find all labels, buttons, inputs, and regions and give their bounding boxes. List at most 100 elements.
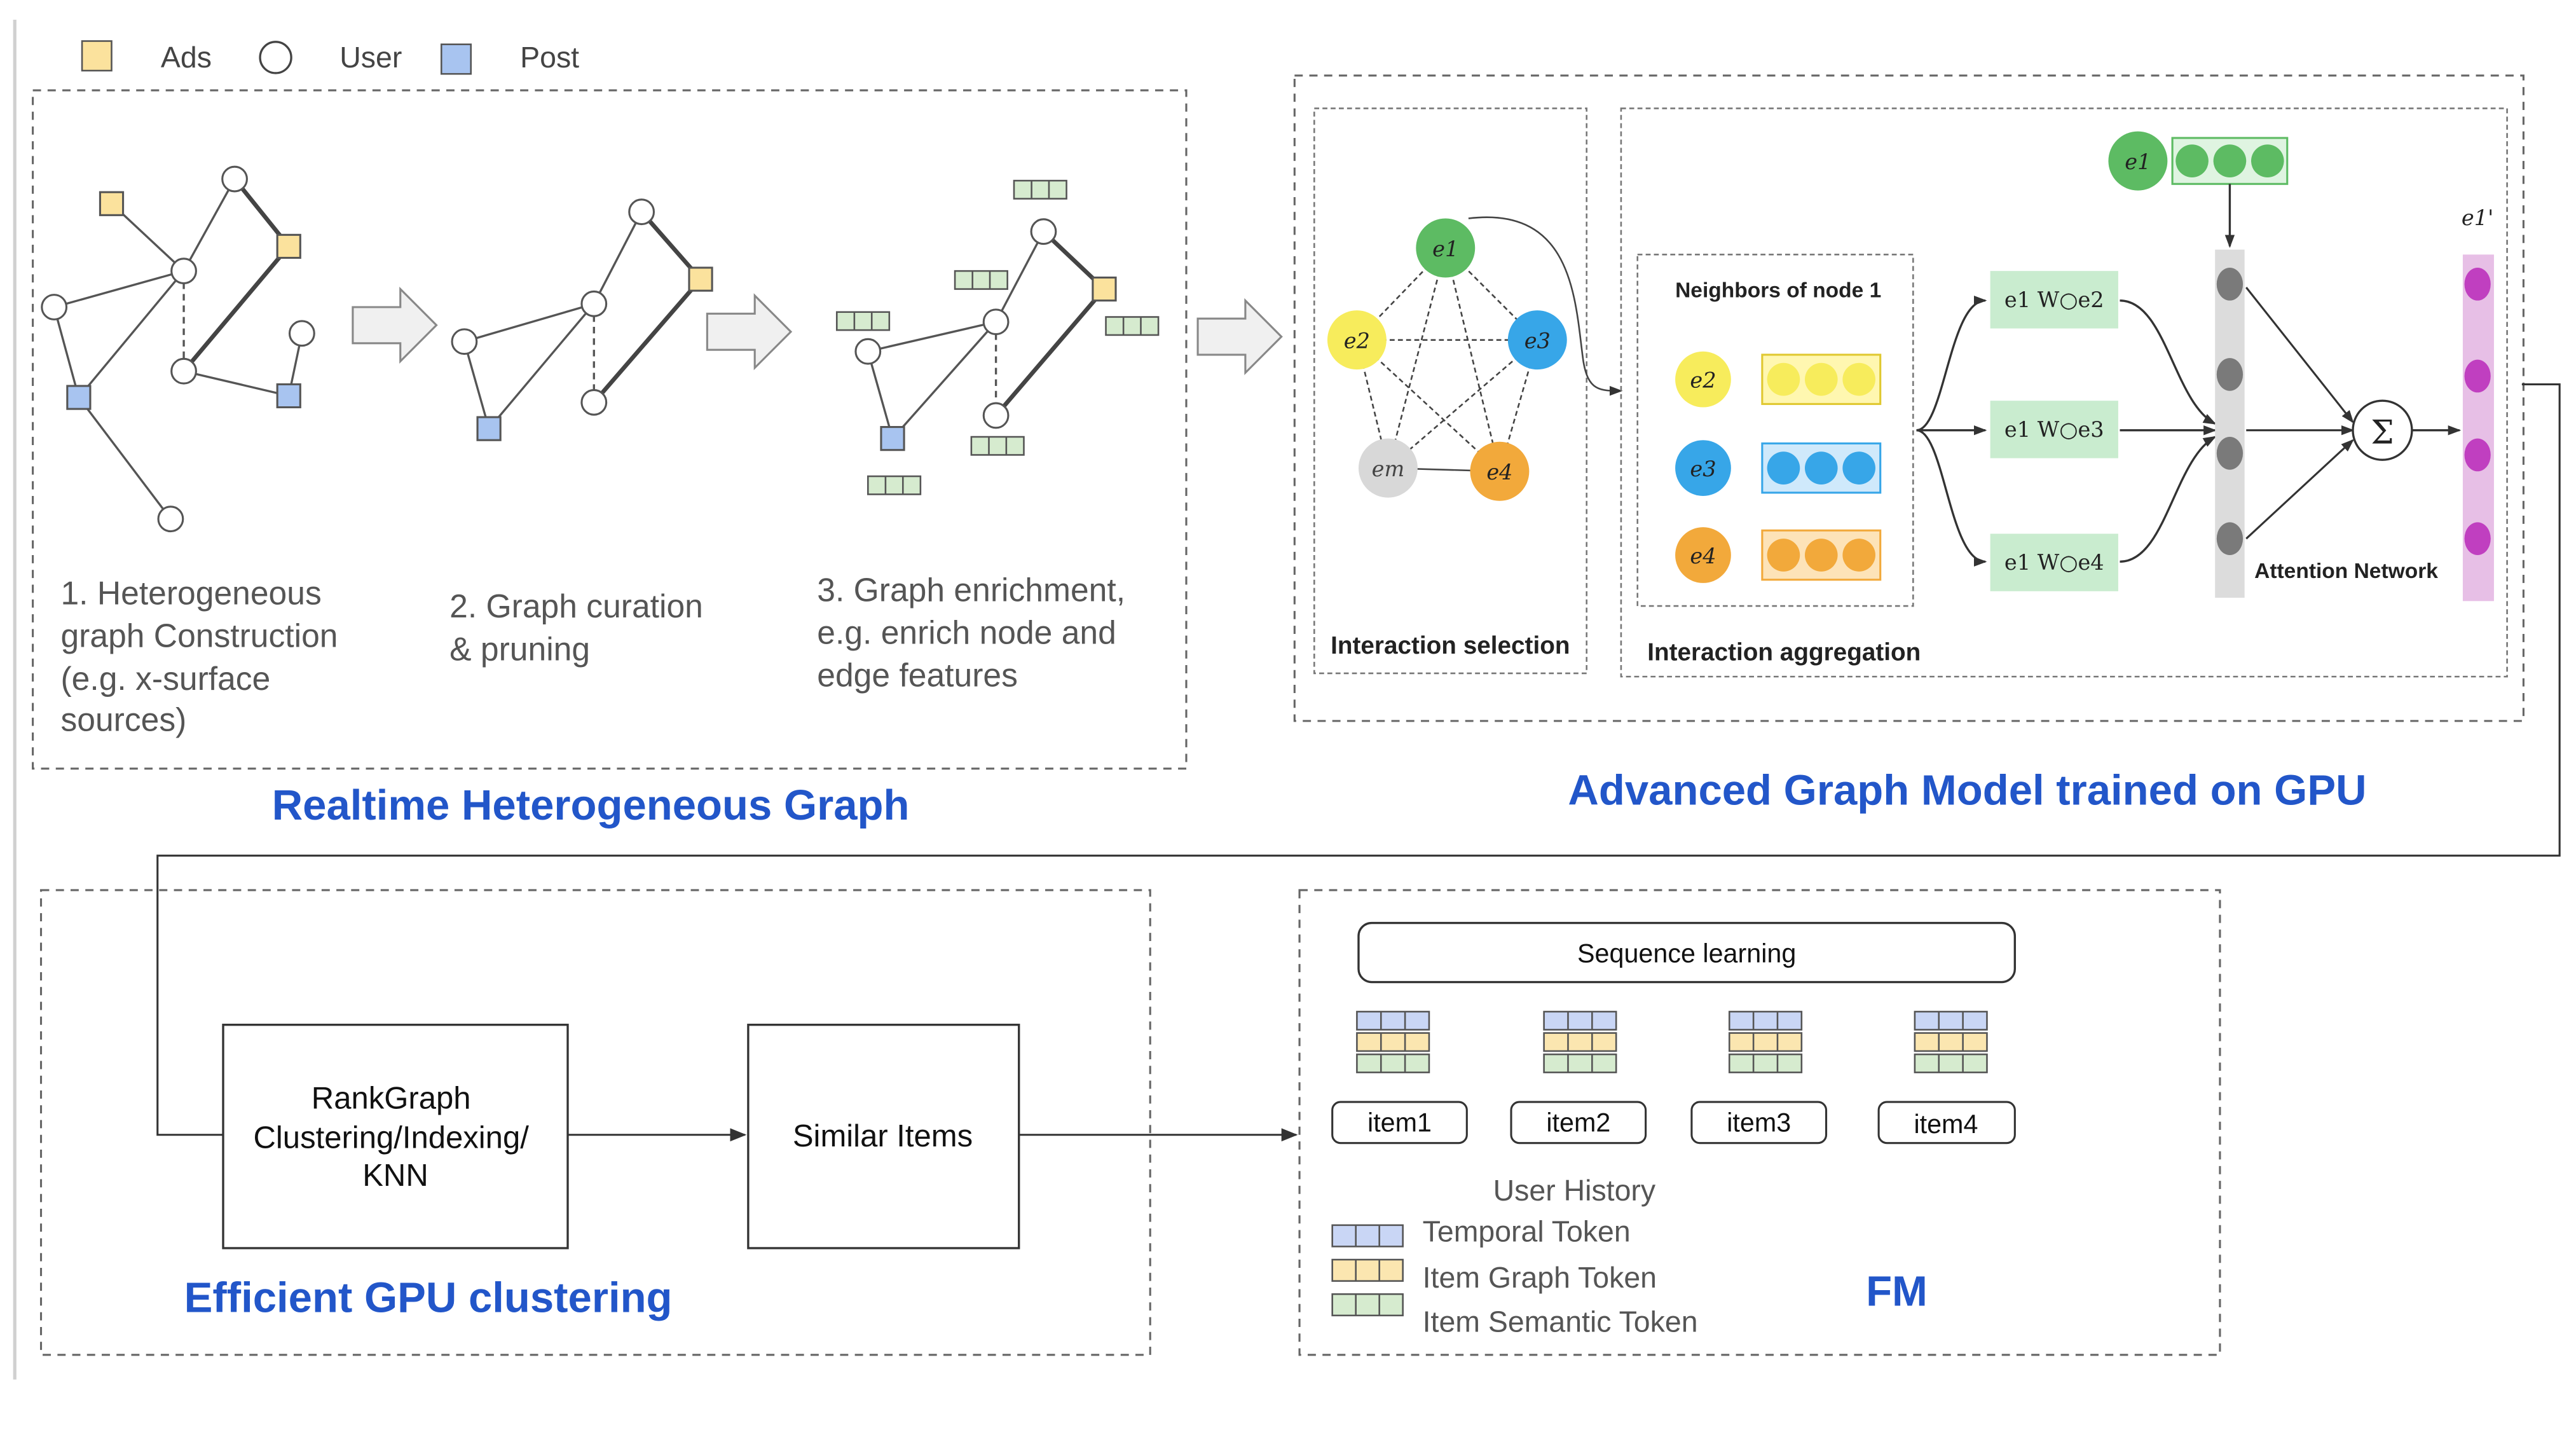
node-e3-label: e3 [1524,329,1551,354]
token-bar [1728,1053,1803,1073]
token-bar [1543,1032,1617,1052]
legend-token-swatch [1331,1224,1404,1248]
post-node [476,416,502,441]
advanced-model-title: Advanced Graph Model trained on GPU [1568,767,2366,815]
post-node [276,383,301,409]
post-node [880,425,905,451]
graph-construction [53,177,303,520]
user-node [580,290,608,317]
legend-ads-label: Ads [161,41,212,74]
interaction-selection-frame [1313,107,1588,675]
item-box [1690,1101,1828,1145]
user-node [41,294,68,320]
user-node [982,308,1010,336]
neighbor-e3-label: e3 [1690,457,1716,481]
ads-node [1092,276,1117,302]
interaction-ops: e1 W○e2 e1 W○e3 e1 W○e4 [1990,271,2118,591]
legend: Ads User Post [81,40,579,75]
user-node [1030,218,1057,245]
advanced-model-panel: e1 e2 e3 em e4 Interaction selection Nei… [1293,74,2525,815]
feature-bars [835,179,1160,495]
interaction-aggregation-frame [1620,107,2508,678]
step-2-caption: 2. Graph curation & pruning [449,588,712,667]
realtime-graph-panel: 1. Heterogeneous graph Construction (e.g… [32,89,1188,829]
token-bar [1356,1053,1430,1073]
node-e4-label: e4 [1486,460,1512,485]
clustering-panel: RankGraph Clustering/Indexing/ KNN Simil… [39,889,1298,1356]
similar-items-box [747,1024,1020,1249]
token-bar [1356,1032,1430,1052]
token-bar [1914,1053,1988,1073]
realtime-graph-frame [32,89,1188,770]
node-e2 [1327,310,1387,370]
node-e3 [1507,310,1567,370]
user-legend-icon [259,41,292,74]
block-arrow-icon [352,286,438,364]
legend-token-swatch [1331,1293,1404,1317]
ads-node [99,191,125,216]
neighbors-label: Neighbors of node 1 [1675,278,1881,302]
realtime-graph-title: Realtime Heterogeneous Graph [272,781,910,829]
item-boxes: item1 item2 item3 item4 [1331,1101,2016,1145]
item-box [1877,1101,2016,1145]
item-label: item3 [1727,1108,1791,1138]
node-e4 [1470,441,1530,501]
user-node [580,388,608,416]
node-em-label: em [1372,457,1405,481]
post-node [66,385,92,410]
item-label: item1 [1367,1108,1432,1138]
rankgraph-label: RankGraph Clustering/Indexing/ KNN [254,1081,538,1192]
token-bar [1543,1010,1617,1031]
query-node-e1 [2108,131,2168,191]
ads-node [276,233,301,259]
similar-items-label: Similar Items [793,1119,973,1153]
op-box-e2 [1990,271,2118,329]
advanced-model-frame [1293,74,2525,722]
op-e3-label: e1 W○e3 [2004,417,2104,442]
item-box [1510,1101,1647,1145]
node-em [1358,438,1418,498]
legend-user-label: User [339,41,402,74]
sequence-learning-label: Sequence learning [1577,939,1796,968]
user-node [157,505,184,533]
user-node [221,165,248,193]
item-label: item2 [1546,1108,1610,1138]
neighbor-e4-label: e4 [1690,544,1716,568]
op-e4-label: e1 W○e4 [2004,550,2104,575]
ads-legend-icon [81,40,113,72]
step-3-caption: 3. Graph enrichment, e.g. enrich node an… [817,571,1134,693]
token-bar [1914,1010,1988,1031]
legend-token-swatch [1331,1258,1404,1282]
block-arrow-icon [1196,298,1283,376]
fm-title: FM [1866,1267,1928,1315]
item-box [1331,1101,1468,1145]
output-e1-prime-label: e1' [2462,205,2493,230]
op-e2-label: e1 W○e2 [2004,287,2104,312]
op-box-e3 [1990,401,2118,458]
user-node [628,198,655,226]
token-legend: Temporal Token Item Graph Token Item Sem… [1331,1215,1698,1338]
query-node-e1-label: e1 [2125,149,2151,174]
token-bar [1728,1032,1803,1052]
token-bar [1356,1010,1430,1031]
post-legend-icon [440,43,472,75]
ads-node [688,266,713,292]
sum-symbol: Σ [2371,413,2394,451]
token-bar [1728,1010,1803,1031]
fm-panel: Sequence learning item1 item2 item3 item… [1298,889,2221,1356]
neighbors-frame [1636,254,1914,607]
user-history-label: User History [1493,1174,1656,1207]
legend-post-label: Post [520,41,579,74]
fm-frame [1298,889,2221,1356]
user-node [854,338,882,365]
node-e1 [1416,218,1476,278]
clustering-title: Efficient GPU clustering [184,1274,673,1322]
user-node [288,320,315,347]
user-node [170,258,197,285]
block-arrow-icon [706,293,793,371]
step-1-caption: 1. Heterogeneous graph Construction (e.g… [60,574,346,738]
op-box-e4 [1990,533,2118,591]
node-e1-label: e1 [1432,237,1458,261]
selection-nodes: e1 e2 e3 em e4 [1327,218,1567,501]
